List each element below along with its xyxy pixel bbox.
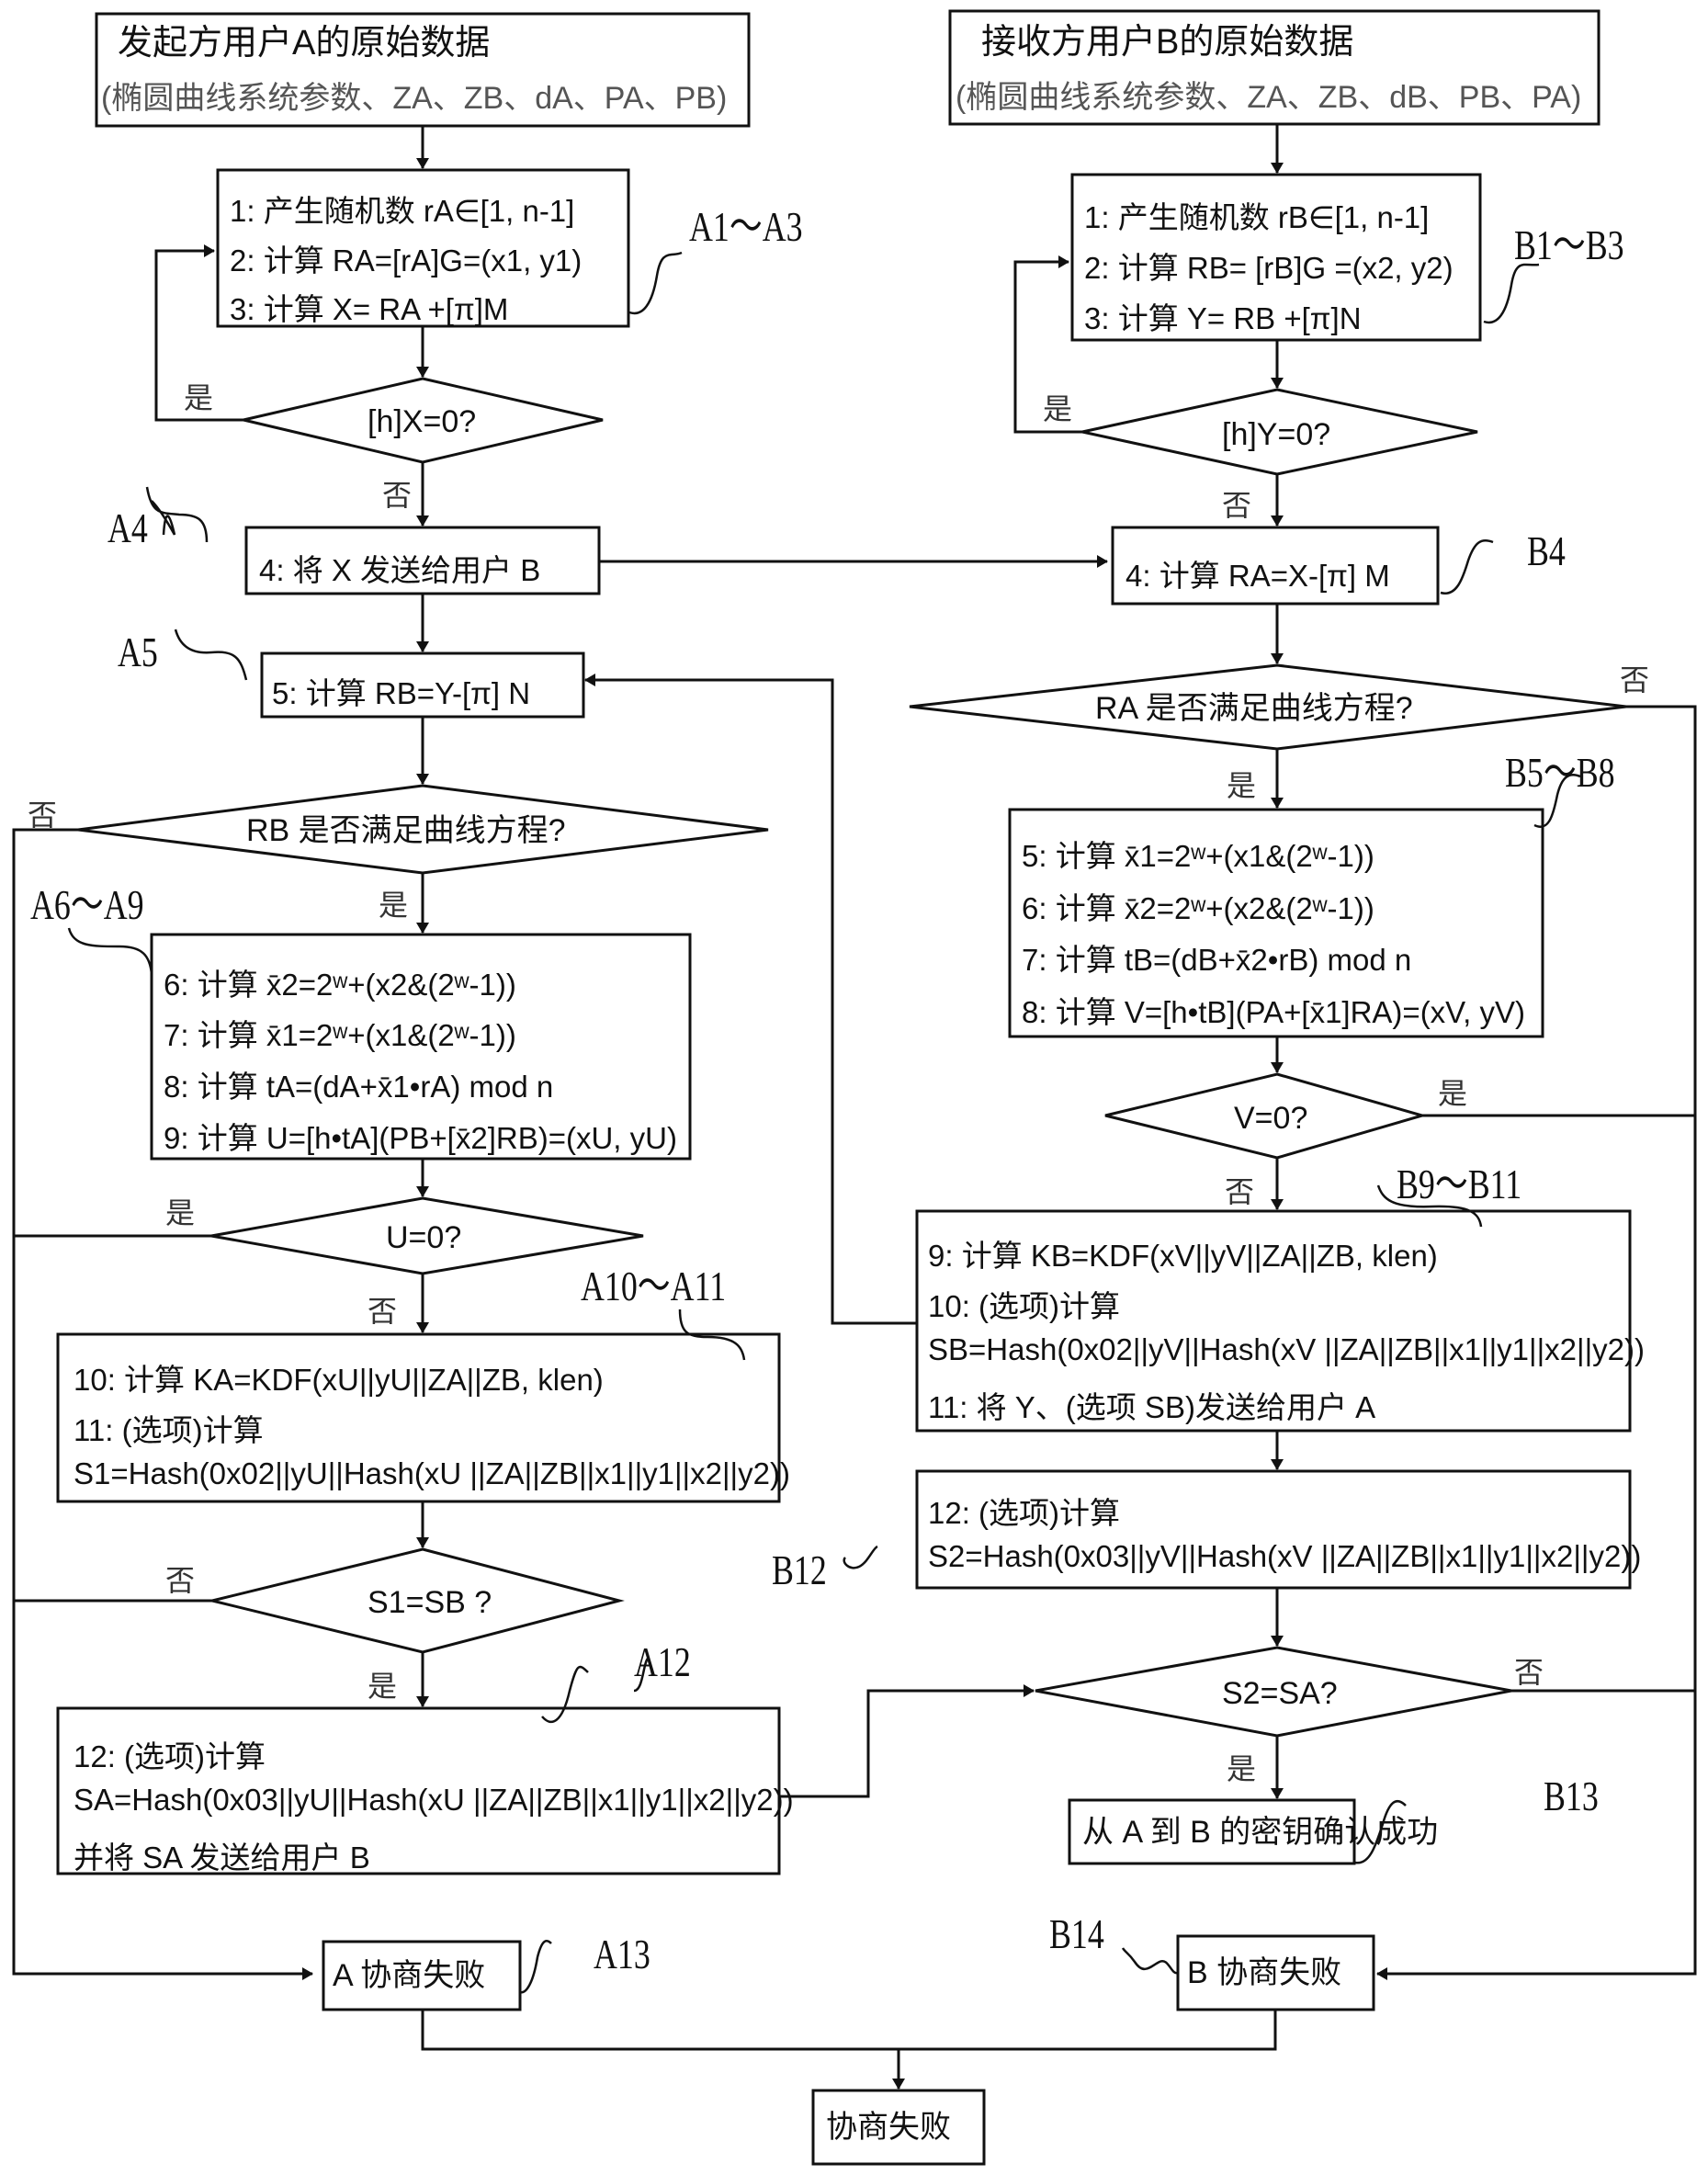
a-step10: 10: 计算 KA=KDF(xU||yU||ZA||ZB, klen) <box>74 1363 604 1397</box>
a-s1-no-label: 否 <box>165 1563 196 1598</box>
a-step8: 8: 计算 tA=(dA+x̄1•rA) mod n <box>164 1070 554 1104</box>
a-s1-yes-label: 是 <box>368 1669 398 1704</box>
b-step2: 2: 计算 RB= [rB]G =(x2, y2) <box>1084 251 1453 285</box>
ref-a5: A5 <box>118 629 158 675</box>
b-hy-no-label: 否 <box>1222 488 1252 523</box>
b-step6: 6: 计算 x̄2=2ʷ+(x2&(2ʷ-1)) <box>1022 891 1374 925</box>
b-decision-s2-text: S2=SA? <box>1222 1676 1338 1711</box>
a-step6: 6: 计算 x̄2=2ʷ+(x2&(2ʷ-1)) <box>164 968 516 1002</box>
b-ra-no-label: 否 <box>1620 663 1650 697</box>
a-step2: 2: 计算 RA=[rA]G=(x1, y1) <box>230 244 583 278</box>
ref-b12: B12 <box>772 1546 827 1593</box>
b-step4-box <box>1111 526 1440 606</box>
b-header-params: (椭圆曲线系统参数、ZA、ZB、dB、PB、PA) <box>956 80 1582 115</box>
ref-b4: B4 <box>1527 527 1566 574</box>
a-header-box <box>95 12 751 128</box>
a-step6-9-box <box>150 933 692 1161</box>
a-header-params: (椭圆曲线系统参数、ZA、ZB、dA、PA、PB) <box>101 81 728 116</box>
a-rb-yes-label: 是 <box>379 888 409 923</box>
b-step4: 4: 计算 RA=X-[π] M <box>1125 559 1390 593</box>
b-header-title: 接收方用户B的原始数据 <box>981 23 1354 62</box>
b-hy-yes-label: 是 <box>1043 391 1073 426</box>
b-step9-11-box <box>915 1209 1632 1433</box>
a-u-yes-label: 是 <box>165 1195 196 1230</box>
a-step3: 3: 计算 X= RA +[π]M <box>230 292 509 326</box>
b-s2-formula: S2=Hash(0x03||yV||Hash(xV ||ZA||ZB||x1||… <box>928 1539 1642 1573</box>
b-step7: 7: 计算 tB=(dB+x̄2•rB) mod n <box>1022 943 1412 977</box>
b-step3: 3: 计算 Y= RB +[π]N <box>1084 301 1362 335</box>
a-step7: 7: 计算 x̄1=2ʷ+(x1&(2ʷ-1)) <box>164 1018 516 1052</box>
a-step12-box <box>56 1706 781 1875</box>
a-step11: 11: (选项)计算 <box>74 1413 264 1447</box>
b-fail-text: B 协商失败 <box>1187 1955 1342 1990</box>
b-s2-yes-label: 是 <box>1227 1751 1257 1786</box>
b-step1: 1: 产生随机数 rB∈[1, n-1] <box>1084 200 1430 234</box>
b-v-yes-label: 是 <box>1438 1076 1468 1111</box>
b-s2-no-label: 否 <box>1514 1655 1544 1690</box>
ref-b14: B14 <box>1049 1910 1104 1957</box>
a-decision-u-text: U=0? <box>386 1220 462 1255</box>
a-step12: 12: (选项)计算 <box>74 1739 266 1773</box>
b-step5: 5: 计算 x̄1=2ʷ+(x1&(2ʷ-1)) <box>1022 839 1374 873</box>
ref-a6-a9: A6～A9 <box>30 881 144 928</box>
ref-b1-b3: B1～B3 <box>1514 221 1624 268</box>
a-step1: 1: 产生随机数 rA∈[1, n-1] <box>230 194 575 228</box>
a-hx-no-label: 否 <box>382 478 413 513</box>
a-header-title: 发起方用户A的原始数据 <box>118 24 491 62</box>
b-success-text: 从 A 到 B 的密钥确认成功 <box>1082 1815 1439 1850</box>
a-sa-formula: SA=Hash(0x03||yU||Hash(xU ||ZA||ZB||x1||… <box>74 1783 794 1817</box>
b-step8: 8: 计算 V=[h•tB](PA+[x̄1]RA)=(xV, yV) <box>1022 995 1525 1029</box>
b-decision-hy-text: [h]Y=0? <box>1222 417 1331 452</box>
final-fail-box <box>811 2089 986 2166</box>
a-step5: 5: 计算 RB=Y-[π] N <box>272 676 531 710</box>
ref-a13: A13 <box>594 1931 650 1977</box>
a-step4: 4: 将 X 发送给用户 B <box>259 553 541 587</box>
ref-a12: A12 <box>634 1638 691 1685</box>
b-step9: 9: 计算 KB=KDF(xV||yV||ZA||ZB, klen) <box>928 1239 1438 1273</box>
b-ra-yes-label: 是 <box>1227 768 1257 803</box>
a-decision-s1-text: S1=SB ? <box>368 1585 492 1620</box>
ref-b13: B13 <box>1544 1773 1599 1819</box>
a-step9: 9: 计算 U=[h•tA](PB+[x̄2]RB)=(xU, yU) <box>164 1121 677 1155</box>
a-decision-rb-text: RB 是否满足曲线方程? <box>246 813 566 848</box>
ref-b9-b11: B9～B11 <box>1397 1161 1522 1207</box>
b-step12-box <box>915 1469 1632 1590</box>
ref-a10-a11: A10～A11 <box>581 1263 727 1309</box>
b-header-box <box>948 9 1601 126</box>
b-decision-v-text: V=0? <box>1234 1101 1308 1136</box>
b-step12: 12: (选项)计算 <box>928 1496 1121 1530</box>
b-v-no-label: 否 <box>1225 1174 1255 1209</box>
a-s1-formula: S1=Hash(0x02||yU||Hash(xU ||ZA||ZB||x1||… <box>74 1456 790 1490</box>
b-step10: 10: (选项)计算 <box>928 1289 1121 1323</box>
a-decision-hx-text: [h]X=0? <box>368 404 477 439</box>
b-decision-ra-text: RA 是否满足曲线方程? <box>1095 691 1413 726</box>
a-fail-text: A 协商失败 <box>333 1958 486 1993</box>
b-sb-formula: SB=Hash(0x02||yV||Hash(xV ||ZA||ZB||x1||… <box>928 1332 1645 1366</box>
a-step10-11-box <box>56 1332 781 1503</box>
a-send-sa: 并将 SA 发送给用户 B <box>74 1841 370 1875</box>
ref-b5-b8: B5～B8 <box>1505 749 1615 796</box>
ref-a4: A4 <box>107 504 148 551</box>
final-fail-text: 协商失败 <box>826 2110 951 2145</box>
a-rb-no-label: 否 <box>28 798 58 833</box>
ref-a1-a3: A1～A3 <box>689 203 803 250</box>
a-u-no-label: 否 <box>368 1294 398 1329</box>
a-hx-yes-label: 是 <box>184 380 214 415</box>
b-step11: 11: 将 Y、(选项 SB)发送给用户 A <box>928 1390 1376 1424</box>
b-success-box <box>1068 1798 1356 1865</box>
